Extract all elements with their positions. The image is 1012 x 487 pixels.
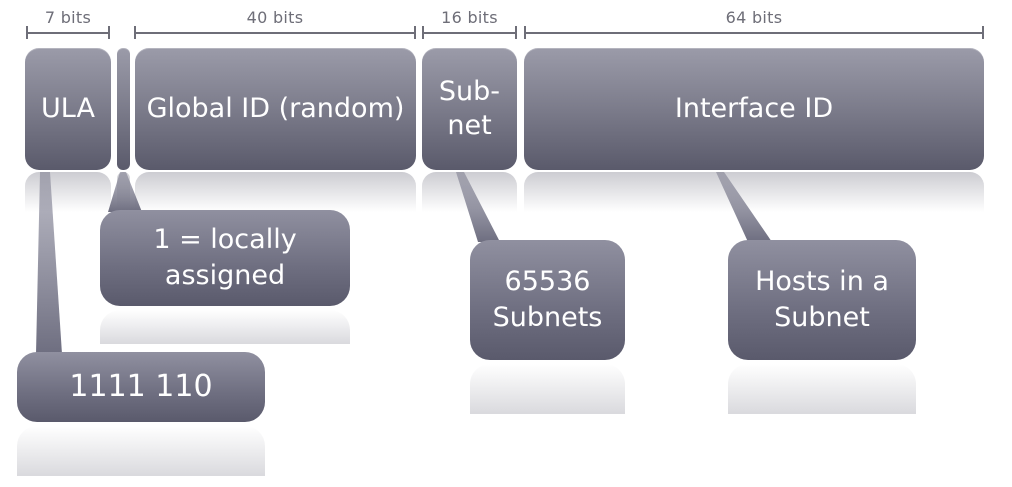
field-global-id-label: Global ID (random) [146, 93, 405, 124]
scale-interface-label: 64 bits [725, 8, 783, 27]
hosts-pointer [716, 172, 772, 242]
field-interface-id: Interface ID [524, 48, 984, 170]
subnets-pointer [456, 172, 500, 242]
local-pointer [108, 172, 142, 212]
callout-hosts-line1: Hosts in a [755, 266, 889, 297]
field-global-id: Global ID (random) [135, 48, 416, 170]
field-ula-label: ULA [41, 93, 95, 124]
callout-hosts-reflection [728, 364, 916, 414]
scale-global-label: 40 bits [246, 8, 304, 27]
callout-hosts: Hosts in a Subnet [728, 240, 916, 360]
field-ula: ULA [25, 48, 111, 170]
scale-global: 40 bits [134, 8, 416, 39]
field-subnet-line1: Sub- [438, 76, 501, 107]
field-interface-id-label: Interface ID [674, 93, 834, 124]
prefix-pointer [36, 172, 62, 354]
field-subnet: Sub- net [422, 48, 517, 170]
reflection [135, 172, 416, 212]
scale-ula: 7 bits [26, 8, 110, 39]
callout-prefix-label: 1111 110 [69, 369, 213, 404]
callout-subnets-line2: Subnets [492, 302, 603, 333]
callout-local-line2: assigned [164, 260, 286, 291]
callout-prefix-reflection [17, 426, 265, 476]
field-subnet-line2: net [447, 110, 492, 141]
reflection [422, 172, 517, 212]
callout-subnets-line1: 65536 [504, 266, 591, 297]
scale-ula-label: 7 bits [44, 8, 92, 27]
reflection [117, 172, 130, 212]
scale-subnet: 16 bits [422, 8, 517, 39]
scale-subnet-label: 16 bits [441, 8, 498, 27]
field-l-bit [117, 48, 130, 170]
callout-locally-assigned: 1 = locally assigned [100, 210, 350, 306]
callout-subnets: 65536 Subnets [470, 240, 625, 360]
callout-hosts-line2: Subnet [774, 302, 870, 333]
callout-local-reflection [100, 310, 350, 344]
callout-subnets-reflection [470, 364, 625, 414]
scale-interface: 64 bits [524, 8, 984, 39]
reflection [524, 172, 984, 212]
callout-local-line1: 1 = locally [153, 224, 297, 255]
callout-prefix-bits: 1111 110 [17, 352, 265, 422]
reflection [25, 172, 111, 212]
